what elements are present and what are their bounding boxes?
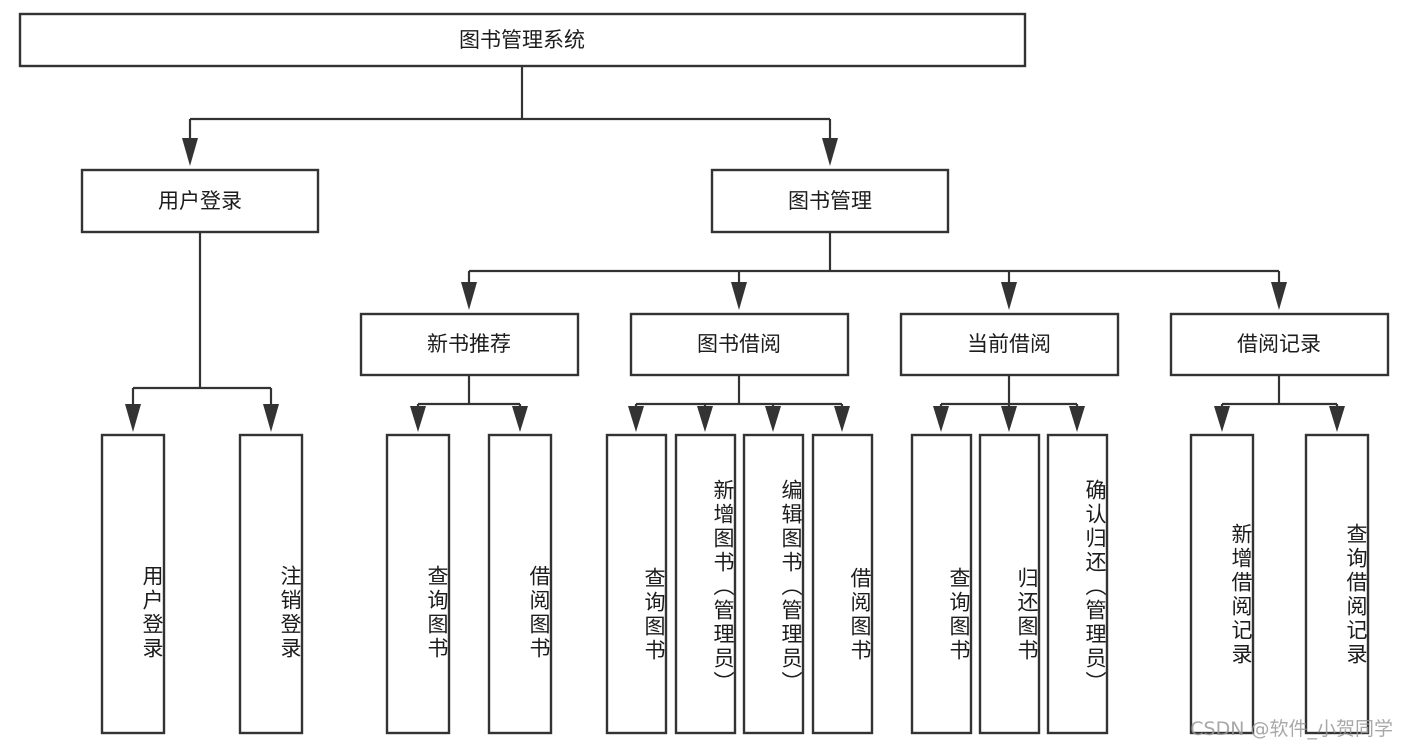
- connector-new-book-recommend-children: [410, 375, 528, 432]
- node-borrow-record[interactable]: 借阅记录: [1169, 312, 1390, 377]
- leaf-box-confirm-return[interactable]: [1046, 433, 1109, 735]
- leaf-box-borrow-book-2[interactable]: [811, 433, 874, 735]
- node-root-system[interactable]: 图书管理系统: [18, 12, 1027, 68]
- leaf-box-query-book-3[interactable]: [910, 433, 973, 735]
- leaf-box-query-book-1[interactable]: [385, 433, 451, 735]
- leaf-boxes: [100, 433, 1370, 735]
- node-book-borrow-label: 图书借阅: [697, 332, 781, 356]
- node-borrow-record-label: 借阅记录: [1237, 332, 1321, 356]
- leaf-box-user-login[interactable]: [100, 433, 166, 735]
- connector-user-login-children: [125, 232, 279, 432]
- leaf-box-add-record[interactable]: [1189, 433, 1255, 735]
- node-new-book-recommend[interactable]: 新书推荐: [359, 312, 580, 377]
- node-book-management-label: 图书管理: [788, 189, 872, 213]
- leaf-box-query-record[interactable]: [1304, 433, 1370, 735]
- node-book-borrow[interactable]: 图书借阅: [629, 312, 850, 377]
- leaf-box-return-book[interactable]: [978, 433, 1041, 735]
- node-current-borrow-label: 当前借阅: [967, 332, 1051, 356]
- node-current-borrow[interactable]: 当前借阅: [899, 312, 1120, 377]
- connector-current-borrow-children: [933, 375, 1085, 432]
- connector-book-borrow-children: [628, 375, 850, 432]
- leaf-box-edit-book[interactable]: [742, 433, 805, 735]
- leaf-box-query-book-2[interactable]: [605, 433, 668, 735]
- leaf-box-add-book[interactable]: [674, 433, 737, 735]
- leaf-box-logout-login[interactable]: [238, 433, 304, 735]
- node-user-login[interactable]: 用户登录: [80, 168, 320, 234]
- connector-root-trunk: [182, 66, 838, 166]
- node-book-management[interactable]: 图书管理: [710, 168, 950, 234]
- csdn-watermark: CSDN @软件_小贺同学: [1190, 718, 1393, 740]
- node-root-system-label: 图书管理系统: [459, 28, 585, 52]
- connector-borrow-record-children: [1214, 375, 1345, 432]
- node-user-login-label: 用户登录: [158, 189, 242, 213]
- connector-book-management-children: [461, 232, 1287, 310]
- leaf-box-borrow-book-1[interactable]: [487, 433, 553, 735]
- node-new-book-recommend-label: 新书推荐: [427, 332, 511, 356]
